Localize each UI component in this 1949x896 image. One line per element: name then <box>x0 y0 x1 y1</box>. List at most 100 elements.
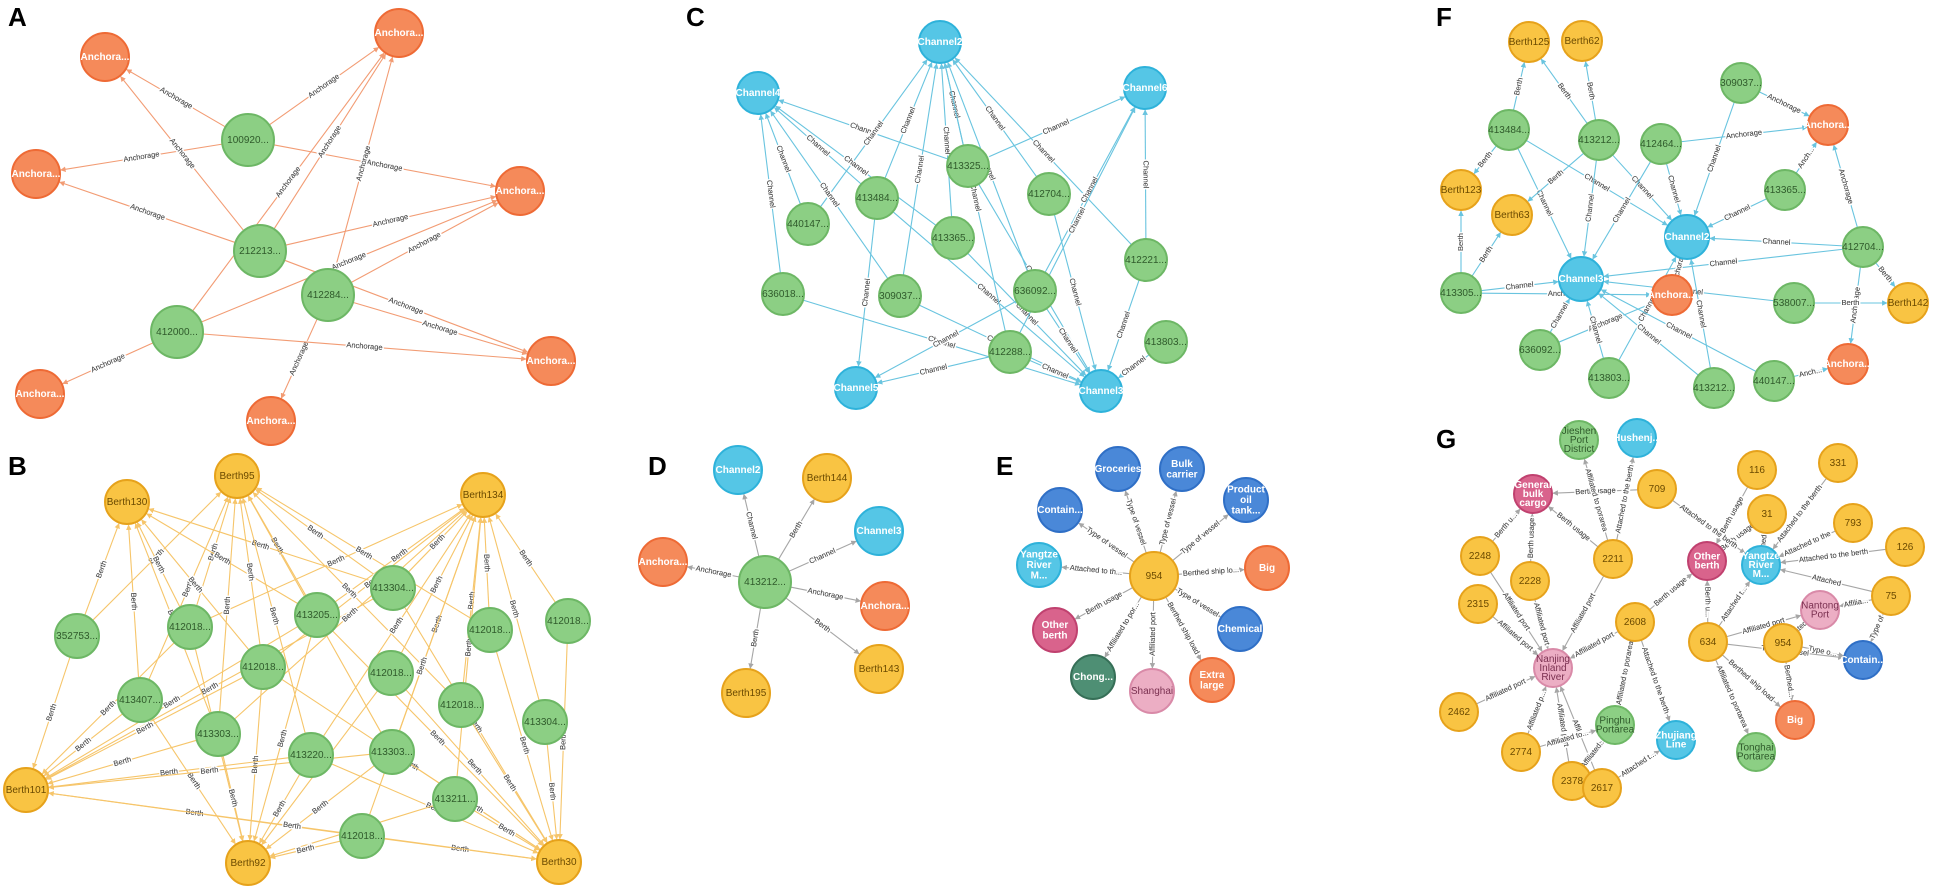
panel-f-node-f7[interactable]: 413305... <box>1440 272 1482 314</box>
panel-b-node-w7[interactable]: 413407... <box>117 677 163 723</box>
panel-f-node-fb125[interactable]: Berth125 <box>1508 21 1550 63</box>
panel-e-node-e5[interactable]: Chemical <box>1217 606 1263 652</box>
panel-f-node-ch2[interactable]: Channel2 <box>1664 214 1710 260</box>
panel-g-node-g_126[interactable]: 126 <box>1885 527 1925 567</box>
panel-g-node-g_big[interactable]: Big <box>1775 700 1815 740</box>
panel-a-node-a1[interactable]: Anchora... <box>80 32 130 82</box>
panel-a-node-v2[interactable]: 212213... <box>233 224 287 278</box>
panel-g-node-g_709[interactable]: 709 <box>1637 469 1677 509</box>
panel-b-node-w5[interactable]: 412018... <box>467 607 513 653</box>
panel-e-node-e8[interactable]: Chong... <box>1070 654 1116 700</box>
panel-c-node-u2[interactable]: 413325... <box>946 144 990 188</box>
panel-c-node-u8[interactable]: 309037... <box>878 274 922 318</box>
panel-c-node-u6[interactable]: 412221... <box>1124 238 1168 282</box>
panel-d-node-d2[interactable]: Berth144 <box>802 453 852 503</box>
panel-g-node-g_793[interactable]: 793 <box>1833 503 1873 543</box>
panel-b-node-w13[interactable]: 413303... <box>369 729 415 775</box>
panel-g-node-g_2617[interactable]: 2617 <box>1582 768 1622 808</box>
panel-f-node-f12[interactable]: 440147... <box>1753 360 1795 402</box>
panel-f-node-f1[interactable]: 309037... <box>1720 62 1762 104</box>
panel-f-node-f9[interactable]: 636092... <box>1519 329 1561 371</box>
panel-b-node-w1[interactable]: 352753... <box>54 613 100 659</box>
panel-c-node-c3[interactable]: Channel3 <box>1078 369 1124 413</box>
panel-f-node-f6[interactable]: 412704... <box>1842 226 1884 268</box>
panel-f-node-fan1[interactable]: Anchora... <box>1804 104 1853 146</box>
panel-a-node-v3[interactable]: 412284... <box>301 268 355 322</box>
panel-b-node-w2[interactable]: 412018... <box>167 604 213 650</box>
panel-e-node-e4[interactable]: Big <box>1244 545 1290 591</box>
panel-c-node-c4[interactable]: Channel4 <box>735 71 781 115</box>
panel-d-node-d3[interactable]: Channel3 <box>854 506 904 556</box>
panel-b-node-w15[interactable]: 413211... <box>432 776 478 822</box>
panel-e-node-e7[interactable]: Shanghai <box>1129 668 1175 714</box>
panel-f-node-f11[interactable]: 413212... <box>1693 367 1735 409</box>
panel-g-node-g_331[interactable]: 331 <box>1818 443 1858 483</box>
panel-c-node-u3[interactable]: 412704... <box>1027 172 1071 216</box>
panel-c-node-c5[interactable]: Channel5 <box>833 366 879 410</box>
panel-f-node-f5[interactable]: 413365... <box>1764 169 1806 211</box>
panel-g-node-g_2228[interactable]: 2228 <box>1510 561 1550 601</box>
panel-d-node-d4[interactable]: Anchora... <box>638 537 688 587</box>
panel-b-node-w12[interactable]: 413220... <box>288 732 334 778</box>
panel-f-node-f10[interactable]: 413803... <box>1588 357 1630 399</box>
panel-f-node-fb142[interactable]: Berth142 <box>1887 282 1929 324</box>
panel-c-node-u4[interactable]: 440147... <box>786 202 830 246</box>
panel-c-node-u9[interactable]: 636092... <box>1013 269 1057 313</box>
panel-g-node-g_2774[interactable]: 2774 <box>1501 732 1541 772</box>
panel-f-node-f8[interactable]: 538007... <box>1773 282 1815 324</box>
panel-a-node-a2[interactable]: Anchora... <box>374 8 424 58</box>
panel-a-node-v4[interactable]: 412000... <box>150 305 204 359</box>
panel-e-node-e1[interactable]: Groceries <box>1095 446 1142 492</box>
panel-g-node-g_hushenj[interactable]: Hushenj... <box>1613 418 1661 458</box>
panel-f-node-f3[interactable]: 413212... <box>1578 119 1620 161</box>
panel-f-node-fan2[interactable]: Anchora... <box>1648 274 1697 316</box>
panel-f-node-fb123[interactable]: Berth123 <box>1440 169 1482 211</box>
panel-d-node-d5[interactable]: Berth143 <box>854 644 904 694</box>
panel-a-node-a5[interactable]: Anchora... <box>15 369 65 419</box>
panel-a-node-v1[interactable]: 100920... <box>221 113 275 167</box>
panel-b-node-b30[interactable]: Berth30 <box>536 839 582 885</box>
panel-a-node-a6[interactable]: Anchora... <box>246 396 296 446</box>
panel-f-node-fb63[interactable]: Berth63 <box>1491 194 1533 236</box>
panel-f-node-fan3[interactable]: Anchora... <box>1824 343 1873 385</box>
panel-c-node-u7[interactable]: 636018... <box>761 272 805 316</box>
panel-b-node-b130[interactable]: Berth130 <box>104 479 150 525</box>
panel-c-node-u10[interactable]: 412288... <box>988 330 1032 374</box>
panel-b-node-w14[interactable]: 413304... <box>522 699 568 745</box>
panel-c-node-u5[interactable]: 413365... <box>931 216 975 260</box>
panel-b-node-w10[interactable]: 412018... <box>368 650 414 696</box>
panel-g-node-g_2211[interactable]: 2211 <box>1593 539 1633 579</box>
panel-e-node-e11[interactable]: Contain... <box>1037 487 1083 533</box>
panel-e-node-center[interactable]: 954 <box>1129 551 1179 601</box>
panel-c-node-c6[interactable]: Channel6 <box>1122 66 1168 110</box>
panel-f-node-f4[interactable]: 412464... <box>1640 123 1682 165</box>
panel-b-node-w4[interactable]: 413304... <box>370 565 416 611</box>
panel-g-node-g_634[interactable]: 634 <box>1688 622 1728 662</box>
panel-b-node-w11[interactable]: 413303... <box>195 711 241 757</box>
panel-a-node-a4[interactable]: Anchora... <box>495 166 545 216</box>
panel-g-node-g_2608[interactable]: 2608 <box>1615 602 1655 642</box>
panel-f-node-fb62[interactable]: Berth62 <box>1561 20 1603 62</box>
panel-a-node-a3[interactable]: Anchora... <box>11 149 61 199</box>
panel-a-node-a7[interactable]: Anchora... <box>526 336 576 386</box>
panel-b-node-w3[interactable]: 413205... <box>294 592 340 638</box>
panel-g-node-g_2462[interactable]: 2462 <box>1439 692 1479 732</box>
panel-g-node-g_75[interactable]: 75 <box>1871 576 1911 616</box>
panel-c-node-c2[interactable]: Channel2 <box>917 20 963 64</box>
panel-b-node-b134[interactable]: Berth134 <box>460 472 506 518</box>
panel-g-node-g_954[interactable]: 954 <box>1763 623 1803 663</box>
panel-f-node-f2[interactable]: 413484... <box>1488 109 1530 151</box>
panel-b-node-w9[interactable]: 412018... <box>438 682 484 728</box>
panel-b-node-w6[interactable]: 412018... <box>545 598 591 644</box>
